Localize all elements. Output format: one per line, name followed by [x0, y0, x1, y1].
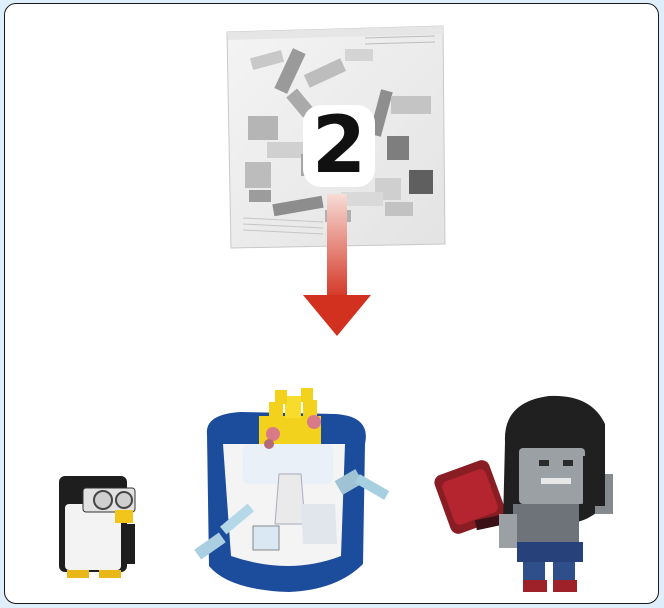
step-number: 2 — [303, 105, 375, 187]
ice-king-figure — [194, 388, 389, 592]
marceline-figure — [432, 396, 613, 592]
gunter-figure — [59, 476, 135, 578]
instruction-panel: 2 — [4, 3, 659, 604]
